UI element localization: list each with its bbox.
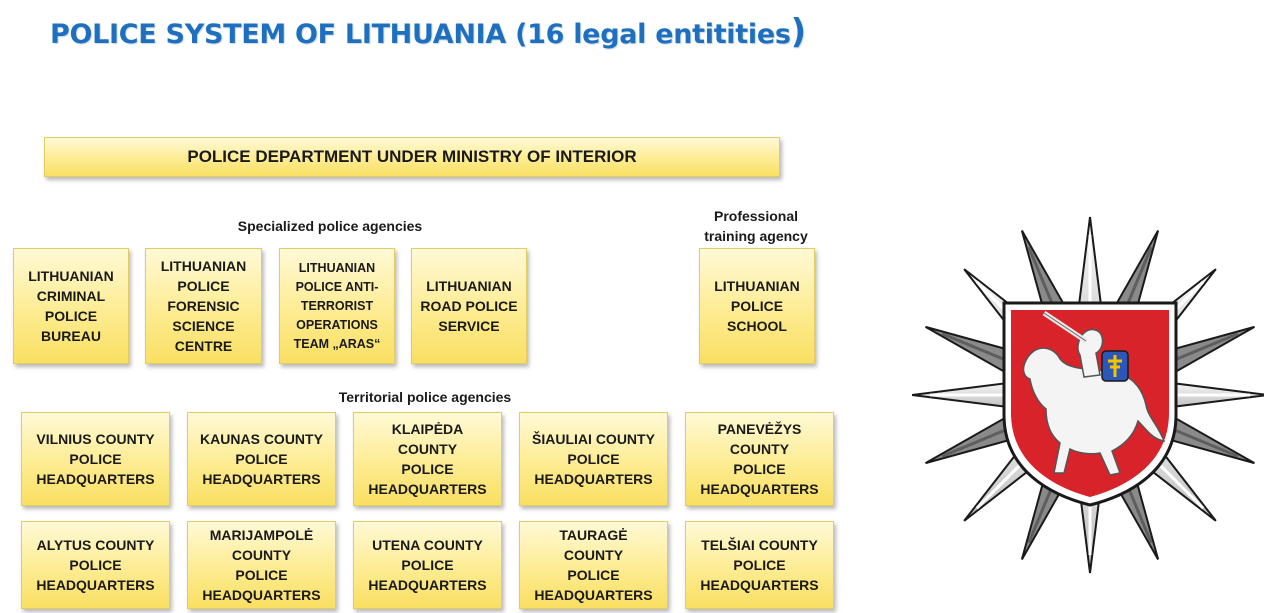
taurage-county-box: TAURAGĖ COUNTY POLICE HEADQUARTERS — [519, 521, 668, 609]
page-title: POLICE SYSTEM OF LITHUANIA (16 legal ent… — [50, 12, 806, 52]
siauliai-county-box: ŠIAULIAI COUNTY POLICE HEADQUARTERS — [519, 412, 668, 506]
police-department-box: POLICE DEPARTMENT UNDER MINISTRY OF INTE… — [44, 137, 780, 177]
emblem-ray-stripe — [1163, 424, 1239, 458]
training-agency-label: Professional training agency — [704, 208, 808, 244]
police-star-with-vytis-icon — [912, 216, 1264, 574]
vilnius-county-box: VILNIUS COUNTY POLICE HEADQUARTERS — [21, 412, 170, 506]
road-police-service-box: LITHUANIAN ROAD POLICE SERVICE — [411, 248, 527, 364]
criminal-police-bureau-box: LITHUANIAN CRIMINAL POLICE BUREAU — [13, 248, 129, 364]
police-school-box: LITHUANIAN POLICE SCHOOL — [699, 248, 815, 364]
forensic-science-centre-box: LITHUANIAN POLICE FORENSIC SCIENCE CENTR… — [145, 248, 262, 364]
klaipeda-county-box: KLAIPĖDA COUNTY POLICE HEADQUARTERS — [353, 412, 502, 506]
utena-county-box: UTENA COUNTY POLICE HEADQUARTERS — [353, 521, 502, 609]
aras-team-box: LITHUANIAN POLICE ANTI- TERRORIST OPERAT… — [279, 248, 395, 364]
page-title-close-paren: ) — [790, 12, 807, 52]
marijampole-county-box: MARIJAMPOLĖ COUNTY POLICE HEADQUARTERS — [187, 521, 336, 609]
specialized-agencies-label: Specialized police agencies — [237, 218, 423, 234]
panevezys-county-box: PANEVĖŽYS COUNTY POLICE HEADQUARTERS — [685, 412, 834, 506]
territorial-agencies-label: Territorial police agencies — [338, 389, 512, 405]
page-title-text: POLICE SYSTEM OF LITHUANIA (16 legal ent… — [50, 19, 791, 50]
emblem-ray-stripe — [941, 424, 1017, 458]
kaunas-county-box: KAUNAS COUNTY POLICE HEADQUARTERS — [187, 412, 336, 506]
alytus-county-box: ALYTUS COUNTY POLICE HEADQUARTERS — [21, 521, 170, 609]
telsiai-county-box: TELŠIAI COUNTY POLICE HEADQUARTERS — [685, 521, 834, 609]
